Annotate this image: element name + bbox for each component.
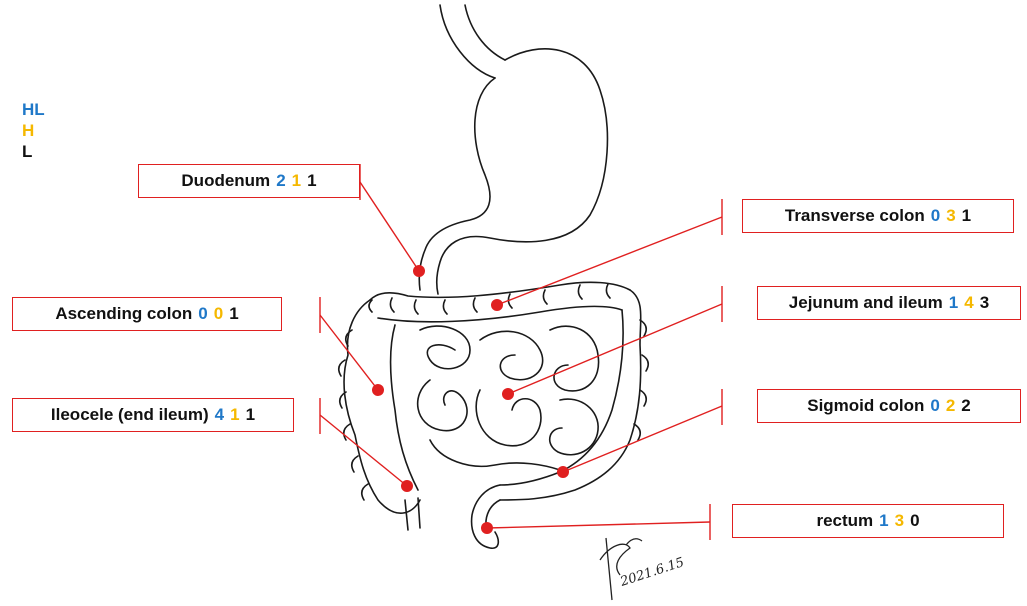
sigmoid-l: 2 bbox=[961, 396, 970, 416]
rectum-label: rectum 1 3 0 bbox=[732, 504, 1004, 538]
ascending-l: 1 bbox=[229, 304, 238, 324]
sigmoid-leader bbox=[563, 406, 722, 472]
jejunum-h: 4 bbox=[964, 293, 973, 313]
signature: 2021.6.15 bbox=[600, 538, 686, 600]
duodenum-hl: 2 bbox=[276, 171, 285, 191]
transverse-l: 1 bbox=[962, 206, 971, 226]
jejunum-marker bbox=[502, 388, 514, 400]
legend-hl: HL bbox=[22, 100, 45, 120]
transverse-leader bbox=[497, 217, 722, 305]
ascending-colon-label: Ascending colon 0 0 1 bbox=[12, 297, 282, 331]
sigmoid-marker bbox=[557, 466, 569, 478]
legend-h: H bbox=[22, 121, 34, 141]
sigmoid-colon-label: Sigmoid colon 0 2 2 bbox=[757, 389, 1021, 423]
ascending-leader bbox=[320, 315, 378, 390]
jejunum-hl: 1 bbox=[949, 293, 958, 313]
legend-l: L bbox=[22, 142, 32, 162]
transverse-hl: 0 bbox=[931, 206, 940, 226]
ascending-h: 0 bbox=[214, 304, 223, 324]
transverse-name: Transverse colon bbox=[785, 206, 925, 226]
ileocele-l: 1 bbox=[246, 405, 255, 425]
transverse-h: 3 bbox=[946, 206, 955, 226]
rectum-h: 3 bbox=[895, 511, 904, 531]
jejunum-l: 3 bbox=[980, 293, 989, 313]
transverse-colon-label: Transverse colon 0 3 1 bbox=[742, 199, 1014, 233]
jejunum-name: Jejunum and ileum bbox=[789, 293, 943, 313]
rectum-leader bbox=[487, 522, 710, 528]
ileocele-leader bbox=[320, 415, 407, 486]
sigmoid-name: Sigmoid colon bbox=[807, 396, 924, 416]
ileocele-h: 1 bbox=[230, 405, 239, 425]
ileocele-hl: 4 bbox=[215, 405, 224, 425]
transverse-marker bbox=[491, 299, 503, 311]
rectum-name: rectum bbox=[816, 511, 873, 531]
duodenum-h: 1 bbox=[292, 171, 301, 191]
location-markers bbox=[372, 265, 569, 534]
ascending-name: Ascending colon bbox=[55, 304, 192, 324]
ileocele-marker bbox=[401, 480, 413, 492]
svg-text:2021.6.15: 2021.6.15 bbox=[618, 555, 687, 590]
ascending-marker bbox=[372, 384, 384, 396]
anatomy-sketch bbox=[339, 5, 649, 548]
duodenum-name: Duodenum bbox=[181, 171, 270, 191]
ileocele-name: Ileocele (end ileum) bbox=[51, 405, 209, 425]
rectum-l: 0 bbox=[910, 511, 919, 531]
duodenum-leader bbox=[360, 182, 419, 271]
rectum-marker bbox=[481, 522, 493, 534]
ileocele-label: Ileocele (end ileum) 4 1 1 bbox=[12, 398, 294, 432]
sigmoid-h: 2 bbox=[946, 396, 955, 416]
duodenum-label: Duodenum 2 1 1 bbox=[138, 164, 360, 198]
duodenum-l: 1 bbox=[307, 171, 316, 191]
sigmoid-hl: 0 bbox=[930, 396, 939, 416]
jejunum-ileum-label: Jejunum and ileum 1 4 3 bbox=[757, 286, 1021, 320]
duodenum-marker bbox=[413, 265, 425, 277]
ascending-hl: 0 bbox=[198, 304, 207, 324]
rectum-hl: 1 bbox=[879, 511, 888, 531]
